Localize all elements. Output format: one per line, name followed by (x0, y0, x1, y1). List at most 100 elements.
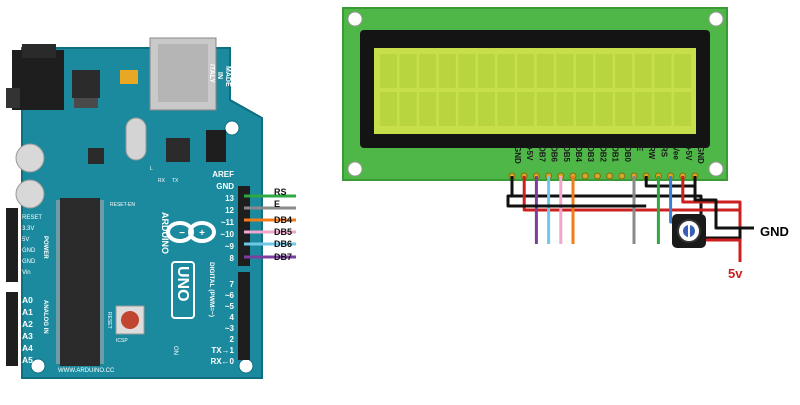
pin-label: AREF (212, 170, 234, 179)
pin-label: 4 (230, 313, 235, 322)
lcd-pin-label: RW (647, 146, 656, 160)
lcd-pin-label: RS (659, 146, 668, 158)
pin-label: 13 (225, 194, 234, 203)
pin-label: A5 (22, 355, 33, 365)
lcd-pin-label: +5V (525, 146, 534, 161)
lcd-cell (517, 54, 535, 88)
pin-label: RESET (22, 215, 42, 221)
pin-label: ~11 (221, 218, 235, 227)
capacitor (15, 179, 45, 209)
pin-label: Vin (22, 270, 31, 276)
lcd-character-grid (380, 54, 691, 126)
lcd-cell (536, 54, 554, 88)
pin-label: 3.3V (22, 226, 34, 232)
lcd-cell (497, 54, 515, 88)
lcd-cell (654, 54, 672, 88)
wire-lcd-gnd-2 (693, 176, 754, 230)
lcd-cell (595, 54, 613, 88)
lcd-cell (419, 54, 437, 88)
lcd-cell (399, 92, 417, 126)
lcd-cell (634, 92, 652, 126)
lcd-cell (576, 92, 593, 126)
lcd-cell (556, 92, 574, 126)
l-led-label: L (150, 166, 153, 172)
usb-connector (149, 37, 217, 111)
pin-label: 2 (230, 335, 235, 344)
pin-label: 5V (22, 237, 29, 243)
lcd-cell (399, 54, 417, 88)
lcd-pin (581, 172, 589, 180)
pin-label: 7 (230, 280, 235, 289)
voltage-regulator (72, 70, 100, 108)
wire-lcd-gnd (510, 176, 703, 214)
lcd-cell (576, 54, 593, 88)
reset-label: RESET (106, 312, 112, 329)
pin-label: A2 (22, 319, 33, 329)
analog-header (6, 292, 18, 366)
pin-label: ~10 (220, 230, 234, 239)
lcd-wires (506, 176, 754, 262)
svg-text:ITALY: ITALY (208, 64, 215, 83)
lcd-pin-label: GND (696, 146, 705, 164)
small-chip (88, 148, 104, 164)
lcd-pin (618, 172, 626, 180)
mount-hole (347, 161, 363, 177)
fuse (120, 70, 138, 84)
wire-label-db7: DB7 (274, 252, 292, 262)
pin-label: RX←0 (210, 357, 234, 366)
reset-en-label: RESET-EN (110, 202, 135, 208)
pin-label: 12 (225, 206, 234, 215)
pin-label: ~6 (225, 291, 235, 300)
lcd-cell (458, 92, 476, 126)
pin-label: GND (22, 259, 36, 265)
svg-text:IN: IN (216, 72, 223, 79)
lcd-cell (615, 92, 633, 126)
pin-label: 8 (230, 254, 235, 263)
on-label: ON (172, 346, 178, 355)
svg-text:+: + (199, 228, 205, 239)
potentiometer (672, 214, 706, 248)
mount-hole (708, 161, 724, 177)
wire-lcd-rw (644, 176, 695, 188)
atmega-chip (56, 198, 104, 366)
wire-label-rs: RS (274, 187, 287, 197)
digital-label: DIGITAL (PWM=~) (208, 262, 215, 317)
analog-label: ANALOG IN (42, 300, 48, 334)
capacitor (15, 143, 45, 173)
lcd-cell (419, 92, 437, 126)
arduino-board: − + MADE IN ITALY ARDUINO UNO WWW.ARDUIN… (6, 37, 263, 379)
digital-header-top (238, 186, 250, 266)
pin-label: GND (216, 182, 234, 191)
mount-hole (708, 11, 724, 27)
tx-label: TX (172, 178, 179, 184)
lcd-cell (478, 54, 495, 88)
digital-pin-labels-top: AREF GND 13 12 ~11 ~10 ~9 8 (212, 170, 234, 263)
pin-label: A0 (22, 295, 33, 305)
lcd-cell (517, 92, 535, 126)
lcd-cell (536, 92, 554, 126)
wire-label-e: E (274, 199, 280, 209)
pin-label: A1 (22, 307, 33, 317)
lcd-cell (595, 92, 613, 126)
wire-label-db6: DB6 (274, 239, 292, 249)
lcd-pin (606, 172, 614, 180)
lcd-pin-label: DB2 (598, 146, 607, 163)
lcd-pin-label: DB3 (586, 146, 595, 163)
lcd-pin-label: DB7 (537, 146, 546, 163)
five-v-label: 5v (728, 266, 743, 281)
lcd-cell (458, 54, 476, 88)
lcd-cell (674, 54, 691, 88)
lcd-pin-label: DB4 (574, 146, 583, 163)
made-in-italy-label: MADE IN ITALY (208, 64, 231, 87)
gnd-label: GND (760, 224, 789, 239)
lcd-pin-label: GND (513, 146, 522, 164)
lcd-cell (674, 92, 691, 126)
pin-label: ~9 (225, 242, 235, 251)
digital-header-bottom (238, 272, 250, 360)
lcd-cell (556, 54, 574, 88)
